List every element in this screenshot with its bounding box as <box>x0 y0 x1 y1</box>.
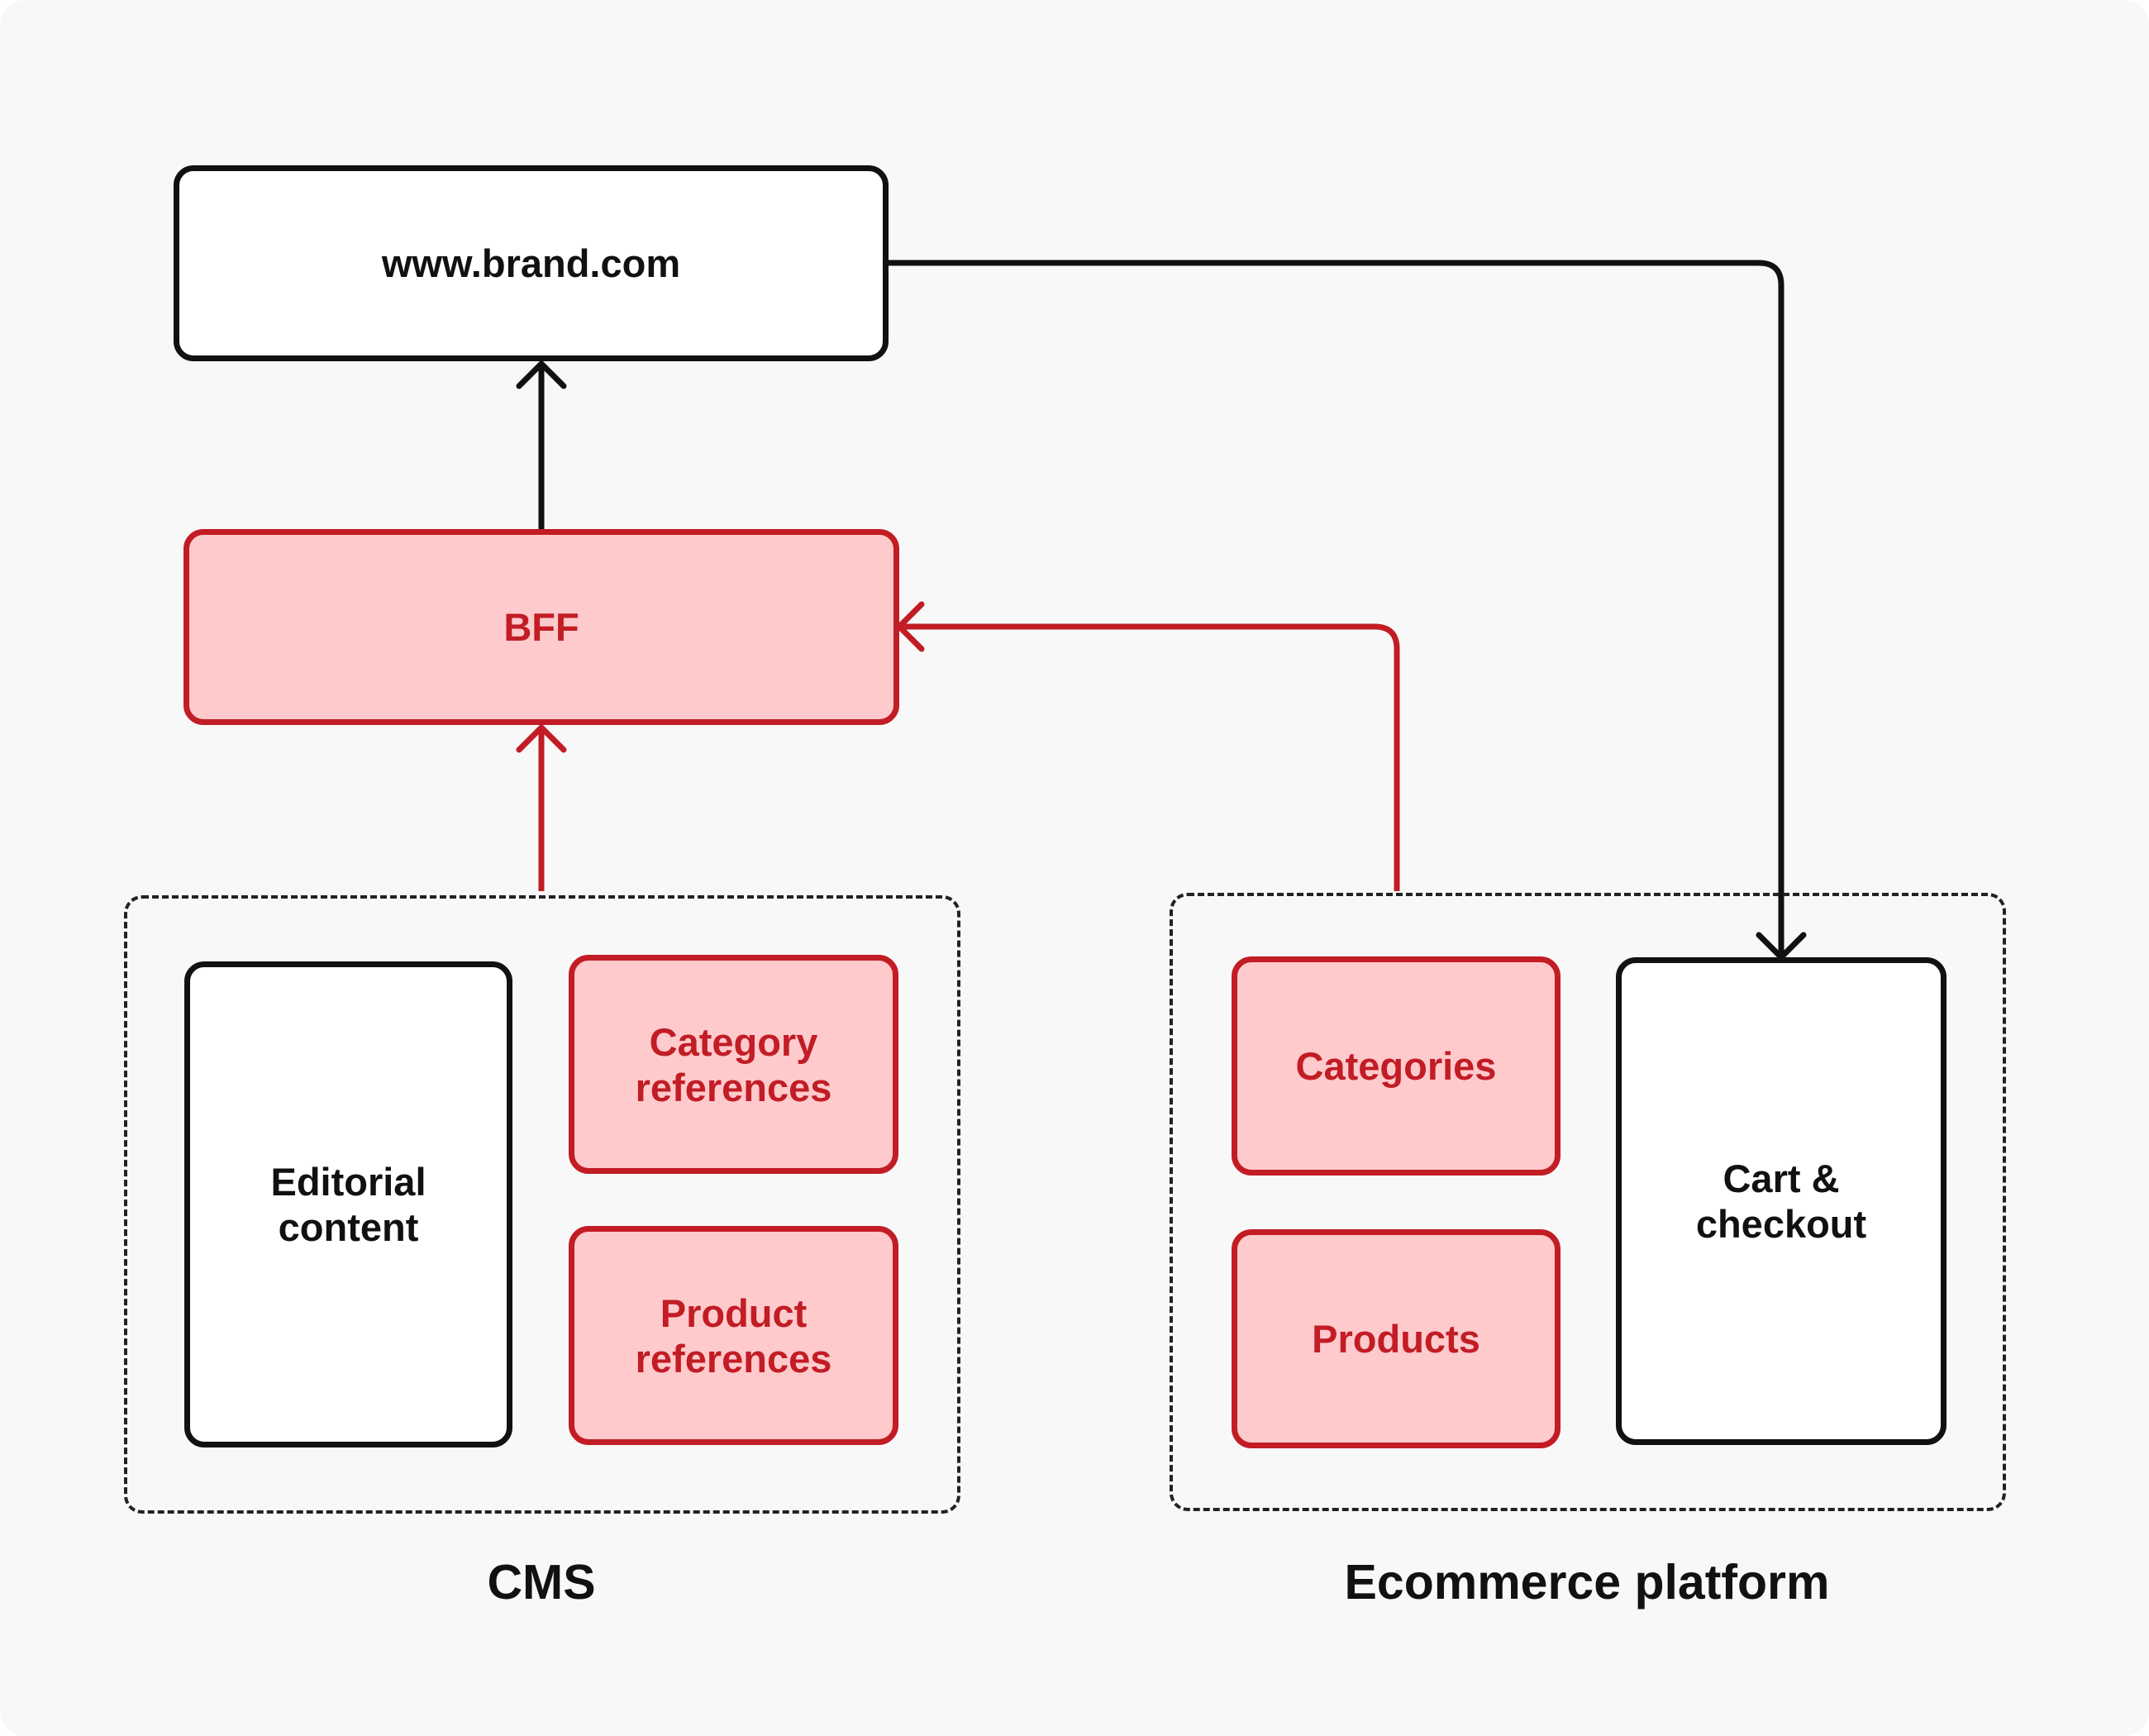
arrowhead-bff-bottom-icon <box>516 724 567 753</box>
products-node: Products <box>1232 1229 1561 1448</box>
cms-group <box>124 895 960 1514</box>
categories-node: Categories <box>1232 956 1561 1176</box>
products-label: Products <box>1312 1317 1480 1361</box>
bff-node: BFF <box>183 529 899 725</box>
cart-checkout-node: Cart & checkout <box>1616 957 1946 1445</box>
arrowhead-bff-right-icon <box>896 601 925 652</box>
editorial-content-node: Editorial content <box>184 961 512 1447</box>
arrowhead-website-icon <box>516 360 567 389</box>
cart-checkout-label: Cart & checkout <box>1695 1157 1867 1246</box>
cms-caption: CMS <box>487 1555 596 1610</box>
ecommerce-caption: Ecommerce platform <box>1344 1555 1830 1610</box>
product-references-node: Product references <box>569 1226 898 1445</box>
website-node: www.brand.com <box>174 165 889 361</box>
categories-label: Categories <box>1295 1044 1497 1088</box>
website-label: www.brand.com <box>381 241 681 285</box>
category-references-node: Category references <box>569 955 898 1174</box>
editorial-content-label: Editorial content <box>270 1160 426 1249</box>
product-references-label: Product references <box>635 1290 832 1381</box>
bff-label: BFF <box>503 605 579 649</box>
ecommerce-group <box>1170 893 2006 1511</box>
edge-website-to-cart <box>889 260 1784 957</box>
category-references-label: Category references <box>635 1019 832 1109</box>
edge-ecommerce-to-bff <box>899 623 1400 891</box>
